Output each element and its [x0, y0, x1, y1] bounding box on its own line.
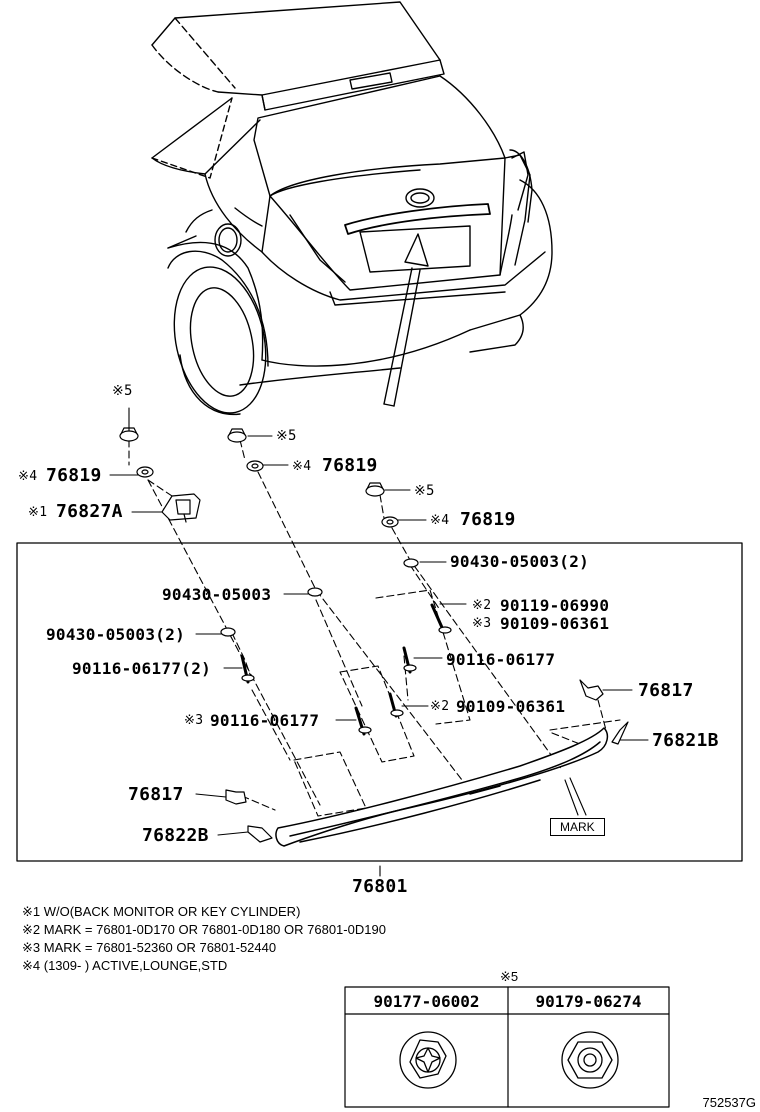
label-90109-06361-b[interactable]: 90109-06361 [456, 697, 566, 716]
label-90116-06177-right[interactable]: 90116-06177 [446, 650, 556, 669]
label-76819-b-mark: ※4 [292, 459, 312, 474]
label-76819-c[interactable]: 76819 [460, 509, 516, 530]
torx-nut-icon [399, 1031, 457, 1089]
fasteners [119, 427, 629, 843]
label-90119-mark: ※2 [472, 598, 492, 613]
label-76801[interactable]: 76801 [352, 876, 408, 897]
label-sym5-right: ※5 [414, 483, 435, 499]
note-2: ※2 MARK = 76801-0D170 OR 76801-0D180 OR … [22, 922, 386, 937]
label-90430-05003-2-left[interactable]: 90430-05003(2) [46, 625, 186, 644]
label-90430-05003-center[interactable]: 90430-05003 [162, 585, 272, 604]
label-76819-a-mark: ※4 [18, 469, 38, 484]
label-90430-05003-2-right[interactable]: 90430-05003(2) [450, 552, 590, 571]
label-76827a[interactable]: 76827A [56, 501, 123, 522]
mark-label-box: MARK [550, 818, 605, 836]
label-76819-a[interactable]: 76819 [46, 465, 102, 486]
note-1: ※1 W/O(BACK MONITOR OR KEY CYLINDER) [22, 904, 301, 919]
label-sym5-mid: ※5 [276, 428, 297, 444]
label-76827a-mark: ※1 [28, 505, 48, 520]
nut-table [344, 986, 670, 1108]
label-76817-right[interactable]: 76817 [638, 680, 694, 701]
hex-nut-icon [561, 1031, 619, 1089]
label-90109-b-mark: ※2 [430, 699, 450, 714]
label-sym5-top: ※5 [112, 383, 133, 399]
car-rear-illustration [151, 1, 553, 416]
label-76817-left[interactable]: 76817 [128, 784, 184, 805]
label-76819-b[interactable]: 76819 [322, 455, 378, 476]
label-90116-06177-center[interactable]: 90116-06177 [210, 711, 320, 730]
table-col-90179-06274[interactable]: 90179-06274 [535, 992, 642, 1011]
label-90116-06177-2-left[interactable]: 90116-06177(2) [72, 659, 212, 678]
back-door-garnish-76801 [275, 727, 609, 847]
figure-number: 752537G [702, 1095, 757, 1110]
assembly-box [16, 542, 743, 862]
label-76822b[interactable]: 76822B [142, 825, 209, 846]
label-90116-center-mark: ※3 [184, 713, 204, 728]
label-90119-06990[interactable]: 90119-06990 [500, 596, 610, 615]
label-76819-c-mark: ※4 [430, 513, 450, 528]
table-caption: ※5 [500, 969, 519, 984]
note-4: ※4 (1309- ) ACTIVE,LOUNGE,STD [22, 958, 228, 973]
label-76821b[interactable]: 76821B [652, 730, 719, 751]
label-90109-06361-a[interactable]: 90109-06361 [500, 614, 610, 633]
label-90109-a-mark: ※3 [472, 616, 492, 631]
table-col-90177-06002[interactable]: 90177-06002 [373, 992, 480, 1011]
note-3: ※3 MARK = 76801-52360 OR 76801-52440 [22, 940, 277, 955]
